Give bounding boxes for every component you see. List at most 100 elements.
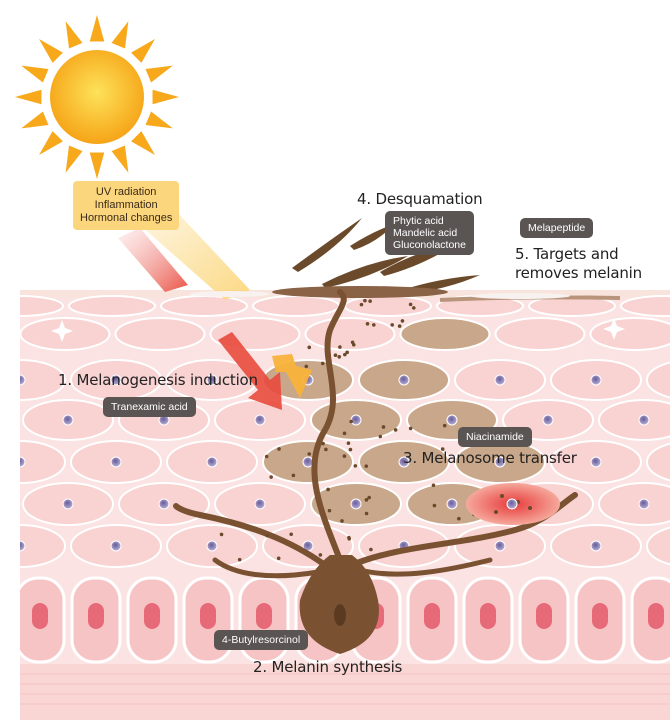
- step-5-label: 5. Targets and removes melanin: [515, 245, 642, 283]
- melanosome: [364, 464, 369, 468]
- cell-nucleus: [590, 456, 602, 468]
- sun-ray: [111, 21, 129, 49]
- sun-ray: [15, 89, 42, 105]
- melanosome: [432, 503, 437, 508]
- melanosome: [338, 345, 342, 349]
- epidermal-cell: [252, 295, 340, 317]
- cell-nucleus: [254, 414, 266, 426]
- cell-nucleus: [158, 498, 170, 510]
- epidermal-cell: [646, 361, 670, 399]
- epidermal-cell: [646, 526, 670, 566]
- epidermal-cell: [598, 399, 670, 441]
- melanosome: [276, 556, 281, 561]
- melanosome: [342, 431, 347, 436]
- melanosome: [348, 447, 353, 452]
- basal-nucleus: [480, 603, 496, 629]
- cell-nucleus: [20, 374, 26, 386]
- cell-nucleus: [638, 414, 650, 426]
- cell-nucleus: [350, 414, 362, 426]
- basal-nucleus: [32, 603, 48, 629]
- cell-nucleus: [254, 498, 266, 510]
- melanosome: [359, 302, 364, 307]
- melanosome: [411, 306, 416, 310]
- epidermal-cell: [20, 440, 66, 484]
- step-3-label: 3. Melanosome transfer: [403, 449, 577, 467]
- basal-nucleus: [536, 603, 552, 629]
- sun-ray: [145, 65, 173, 83]
- exfoliant-phytic: Phytic acid: [393, 215, 444, 227]
- melanosome: [367, 495, 371, 500]
- epidermal-cell: [20, 359, 66, 401]
- epidermal-cell: [304, 317, 396, 351]
- melanosome: [307, 452, 312, 456]
- basal-nucleus: [592, 603, 608, 629]
- sun-ray: [21, 65, 49, 83]
- induction-arrow-red: [218, 332, 282, 410]
- cell-nucleus: [494, 540, 506, 552]
- melanosome: [264, 454, 269, 459]
- basal-nucleus: [256, 603, 272, 629]
- melanosome: [237, 557, 242, 562]
- exfoliant-tag: Phytic acid Mandelic acid Gluconolactone: [385, 211, 474, 255]
- melanosome: [369, 547, 373, 552]
- melanosome: [397, 324, 402, 328]
- melanosome: [353, 464, 358, 468]
- step-1-label: 1. Melanogenesis induction: [58, 371, 258, 389]
- melanosome: [321, 441, 325, 446]
- cell-nucleus: [494, 456, 506, 468]
- melanosome: [269, 475, 273, 479]
- dermis-band: [20, 664, 670, 720]
- sun-icon: [15, 15, 179, 179]
- melanosome: [431, 483, 436, 488]
- cell-nucleus: [590, 374, 602, 386]
- epidermal-cell: [20, 524, 66, 568]
- desquamating-layer: [272, 286, 448, 298]
- melanosome: [365, 321, 370, 326]
- niacinamide-tag: Niacinamide: [458, 427, 532, 447]
- cell-nucleus: [110, 456, 122, 468]
- epidermal-cell: [68, 295, 156, 317]
- sun-ray: [131, 39, 155, 63]
- exfoliant-mandelic: Mandelic acid: [393, 227, 458, 239]
- triggers-box: UV radiation Inflammation Hormonal chang…: [73, 181, 180, 230]
- cell-nucleus: [590, 540, 602, 552]
- step-4-label: 4. Desquamation: [357, 190, 483, 208]
- epidermal-cell: [620, 295, 670, 317]
- cell-nucleus: [398, 374, 410, 386]
- basal-nucleus: [648, 603, 664, 629]
- step-5-line-1: 5. Targets and: [515, 245, 619, 263]
- melapeptide-tag: Melapeptide: [520, 218, 594, 238]
- sun-ray: [65, 21, 83, 49]
- melanosome: [347, 536, 352, 541]
- cell-nucleus: [62, 498, 74, 510]
- basal-nucleus: [200, 603, 216, 629]
- melanosome: [364, 511, 369, 516]
- trigger-uv: UV radiation: [95, 186, 157, 198]
- melanosome: [440, 447, 445, 451]
- cell-nucleus: [110, 374, 122, 386]
- melanosome: [326, 487, 330, 492]
- tranexamic-tag: Tranexamic acid: [103, 397, 196, 417]
- epidermal-cell: [494, 317, 586, 351]
- epidermal-cell: [344, 295, 432, 317]
- melanosome: [408, 426, 413, 431]
- epidermal-cell: [20, 295, 64, 317]
- cell-nucleus: [446, 414, 458, 426]
- cell-nucleus: [20, 456, 26, 468]
- sun-ray: [111, 145, 129, 173]
- melanosome: [337, 355, 342, 359]
- sun-ray: [39, 39, 63, 63]
- sun-ray: [131, 131, 155, 155]
- melanosome: [442, 423, 447, 428]
- sun-ray: [21, 111, 49, 129]
- melanosome: [371, 323, 376, 327]
- basal-nucleus: [88, 603, 104, 629]
- cell-nucleus: [20, 540, 26, 552]
- exfoliant-gluconolactone: Gluconolactone: [393, 239, 466, 251]
- melanosome: [307, 345, 312, 350]
- melanosome: [343, 352, 347, 357]
- melanosome: [364, 498, 369, 502]
- basal-nucleus: [144, 603, 160, 629]
